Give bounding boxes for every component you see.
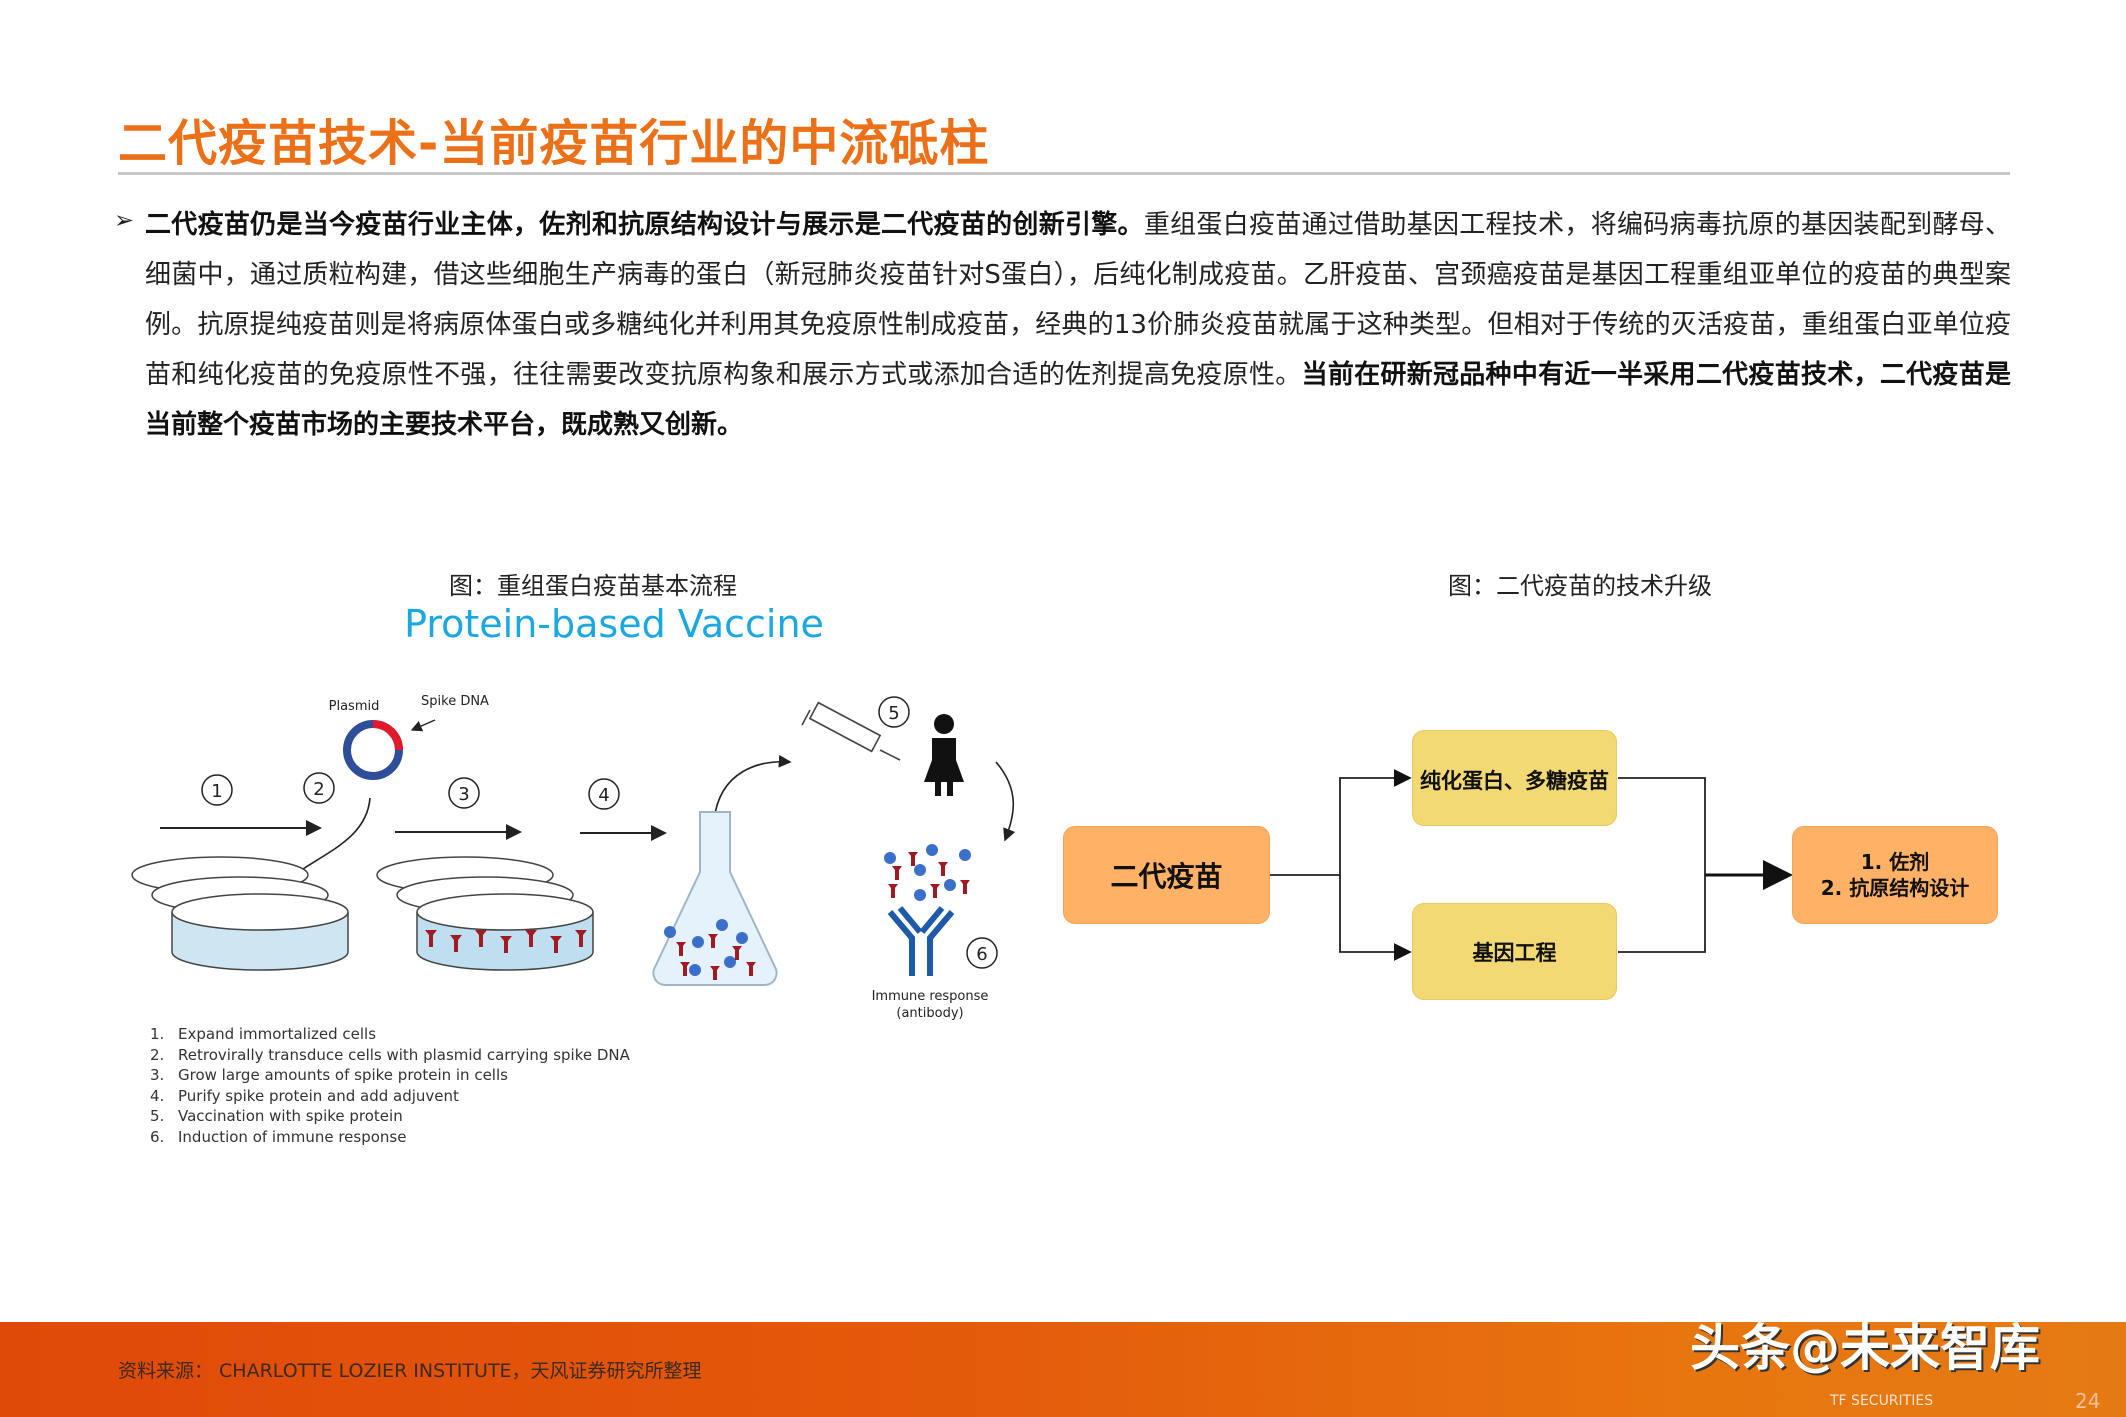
footer-band — [0, 1322, 2126, 1417]
petri-dishes-protein — [376, 856, 594, 971]
step-number-5: 5 — [878, 696, 910, 728]
petri-dishes-empty — [131, 856, 349, 971]
step-number-4: 4 — [588, 778, 620, 810]
watermark: 头条@未来智库 — [1690, 1319, 2040, 1377]
step-number-2: 2 — [303, 772, 335, 804]
flask-icon — [652, 811, 778, 986]
left-figure-caption: 图：重组蛋白疫苗基本流程 — [449, 572, 737, 600]
list-item: 6.Induction of immune response — [150, 1127, 407, 1146]
step-number-6: 6 — [966, 937, 998, 969]
list-item: 1.Expand immortalized cells — [150, 1025, 377, 1043]
company-logo: TF SECURITIES — [1830, 1393, 1934, 1409]
connector-merge — [1618, 777, 1706, 953]
syringe-icon — [801, 701, 901, 761]
list-item: 2.Retrovirally transduce cells with plas… — [150, 1045, 630, 1064]
svg-text:2: 2 — [313, 779, 324, 800]
svg-text:3: 3 — [458, 784, 469, 805]
connector-to-bottom — [1339, 875, 1412, 961]
svg-text:4: 4 — [598, 785, 609, 806]
svg-text:5: 5 — [888, 703, 899, 724]
page-number: 24 — [2075, 1389, 2101, 1413]
result-line-2: 2. 抗原结构设计 — [1820, 876, 1970, 900]
connector-to-top — [1270, 769, 1412, 876]
protein-vaccine-illustration: 1 2 3 4 5 6 Plasmid Spike DNA — [131, 694, 1016, 1021]
right-figure-caption: 图：二代疫苗的技术升级 — [1448, 572, 1712, 600]
plasmid-label: Plasmid — [329, 699, 380, 714]
branch-bottom-box: 基因工程 — [1412, 903, 1617, 1000]
svg-text:1: 1 — [211, 781, 222, 802]
spike-proteins-dish — [425, 930, 587, 953]
intro-paragraph: 二代疫苗仍是当今疫苗行业主体，佐剂和抗原结构设计与展示是二代疫苗的创新引擎。重组… — [145, 200, 2011, 450]
antibody-label: (antibody) — [896, 1006, 963, 1021]
list-item: 3.Grow large amounts of spike protein in… — [150, 1066, 508, 1084]
root-box: 二代疫苗 — [1063, 826, 1270, 924]
result-line-1: 1. 佐剂 — [1860, 850, 1930, 874]
paragraph-body: 重组蛋白疫苗通过借助基因工程技术，将编码病毒抗原的基因装配到酵母、细菌中，通过质… — [145, 210, 2011, 390]
plasmid-icon — [343, 720, 403, 780]
paragraph-bold-tail: 当前在研新冠品种中有近一半采用二代疫苗技术，二代疫苗是当前整个疫苗市场的主要技术… — [145, 360, 2011, 440]
triangle-right-icon: ➢ — [114, 206, 135, 234]
step-number-1: 1 — [201, 774, 233, 806]
arrow-flask-to-syringe — [713, 754, 792, 821]
list-item: 4.Purify spike protein and add adjuvent — [150, 1086, 459, 1105]
branch-top-box: 纯化蛋白、多糖疫苗 — [1412, 730, 1617, 826]
paragraph-bold-lead: 二代疫苗仍是当今疫苗行业主体，佐剂和抗原结构设计与展示是二代疫苗的创新引擎。 — [145, 210, 1144, 240]
process-steps-list: 1.Expand immortalized cells 2.Retroviral… — [150, 1024, 630, 1147]
source-note: 资料来源： CHARLOTTE LOZIER INSTITUTE，天风证券研究所… — [118, 1360, 702, 1382]
spike-dna-label: Spike DNA — [421, 694, 489, 709]
page-title: 二代疫苗技术-当前疫苗行业的中流砥柱 — [118, 115, 990, 172]
flow-connectors — [1270, 769, 1793, 961]
antibody-icon — [887, 906, 955, 976]
immune-response-label: Immune response — [872, 989, 989, 1004]
title-divider — [118, 172, 2010, 175]
protein-vaccine-heading: Protein-based Vaccine — [404, 602, 824, 646]
result-box: 1. 佐剂 2. 抗原结构设计 — [1792, 826, 1998, 924]
immune-molecules — [884, 844, 971, 901]
arrow-spike-dna — [410, 719, 436, 732]
svg-text:6: 6 — [976, 944, 987, 965]
person-icon — [924, 714, 964, 796]
arrow-person-to-response — [995, 761, 1016, 842]
step-number-3: 3 — [448, 777, 480, 809]
list-item: 5.Vaccination with spike protein — [150, 1107, 403, 1125]
